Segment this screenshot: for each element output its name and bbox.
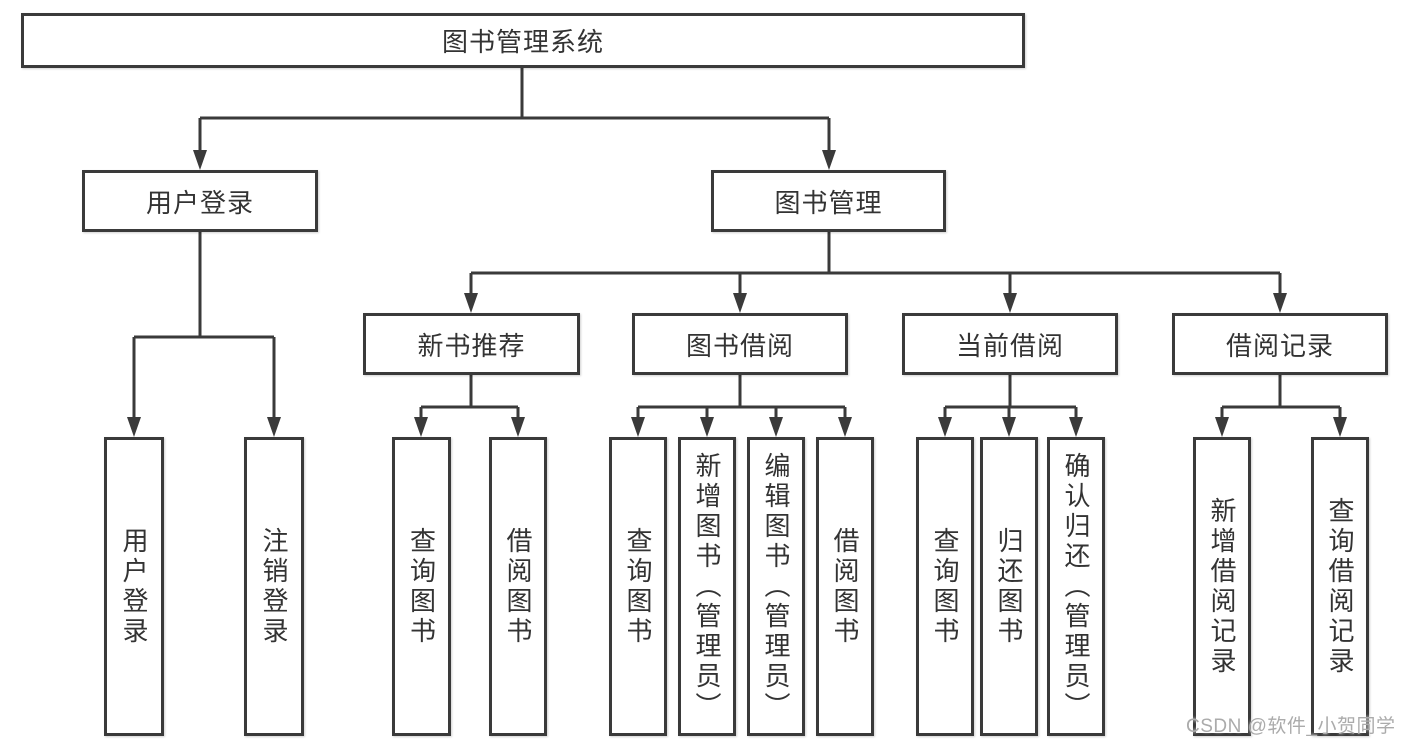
- node-label: 图书管理: [774, 187, 883, 218]
- connector-current-borrow-to-children: [938, 375, 1083, 437]
- node-label: 查询图书: [930, 526, 960, 647]
- csdn-watermark: CSDN @软件_小贺同学: [1186, 716, 1396, 737]
- node-label: 查询图书: [623, 526, 653, 647]
- leaf-borrow-books-recommend: 借阅图书: [489, 437, 547, 736]
- node-label: 图书借阅: [685, 330, 794, 361]
- node-label: 用户登录: [145, 187, 254, 218]
- node-label: 注销登录: [259, 526, 289, 647]
- leaf-query-books-recommend: 查询图书: [392, 437, 451, 736]
- node-label: 借阅记录: [1225, 330, 1334, 361]
- connector-borrow-records-to-children: [1215, 375, 1347, 437]
- leaf-query-books-borrow: 查询图书: [609, 437, 667, 736]
- leaf-borrow-books: 借阅图书: [816, 437, 874, 736]
- connector-book-borrow-to-children: [631, 375, 852, 437]
- connector-new-book-recommend-to-children: [414, 375, 525, 437]
- connector-user-login-to-children: [127, 232, 281, 437]
- leaf-return-book: 归还图书: [980, 437, 1038, 736]
- leaf-logout: 注销登录: [244, 437, 304, 736]
- leaf-confirm-return-admin: 确认归还（管理员）: [1047, 437, 1105, 736]
- node-label: 借阅图书: [503, 526, 533, 647]
- leaf-add-borrow-record: 新增借阅记录: [1193, 437, 1251, 736]
- node-borrow-records: 借阅记录: [1172, 313, 1388, 375]
- leaf-user-login: 用户登录: [104, 437, 164, 736]
- node-book-borrow: 图书借阅: [632, 313, 848, 375]
- node-label: 用户登录: [119, 526, 149, 647]
- node-label: 新增图书（管理员）: [692, 451, 722, 722]
- node-label: 借阅图书: [830, 526, 860, 647]
- node-label: 图书管理系统: [441, 27, 604, 57]
- node-label: 新增借阅记录: [1207, 496, 1237, 677]
- node-label: 编辑图书（管理员）: [761, 451, 791, 722]
- connector-root-to-children: [193, 68, 836, 170]
- node-label: 当前借阅: [955, 330, 1064, 361]
- node-current-borrow: 当前借阅: [902, 313, 1118, 375]
- node-library-management-system: 图书管理系统: [21, 13, 1025, 68]
- leaf-query-borrow-record: 查询借阅记录: [1311, 437, 1369, 736]
- leaf-add-book-admin: 新增图书（管理员）: [678, 437, 736, 736]
- node-label: 归还图书: [994, 526, 1024, 647]
- node-new-book-recommend: 新书推荐: [363, 313, 580, 375]
- node-label: 新书推荐: [417, 330, 526, 361]
- connector-book-management-to-children: [464, 232, 1287, 313]
- node-book-management: 图书管理: [711, 170, 946, 232]
- leaf-edit-book-admin: 编辑图书（管理员）: [747, 437, 805, 736]
- node-label: 查询借阅记录: [1325, 496, 1355, 677]
- leaf-query-books-current: 查询图书: [916, 437, 974, 736]
- node-user-login: 用户登录: [82, 170, 318, 232]
- node-label: 确认归还（管理员）: [1061, 451, 1091, 722]
- node-label: 查询图书: [406, 526, 437, 647]
